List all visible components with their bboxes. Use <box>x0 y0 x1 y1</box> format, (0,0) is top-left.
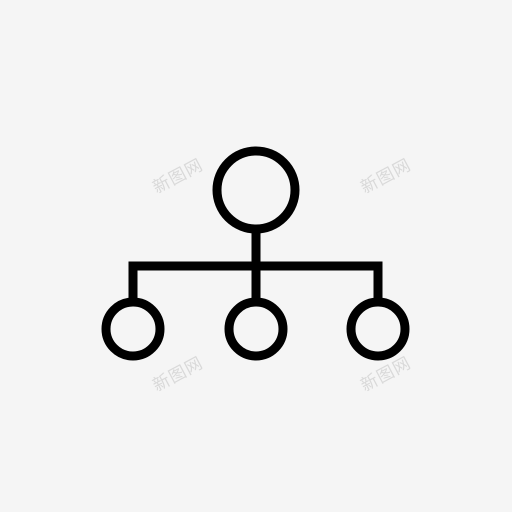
branch-connector-line <box>128 261 383 299</box>
root-node-circle <box>212 146 300 234</box>
child-node-right-circle <box>346 297 410 361</box>
child-node-center-circle <box>224 297 288 361</box>
child-node-left-circle <box>101 297 165 361</box>
